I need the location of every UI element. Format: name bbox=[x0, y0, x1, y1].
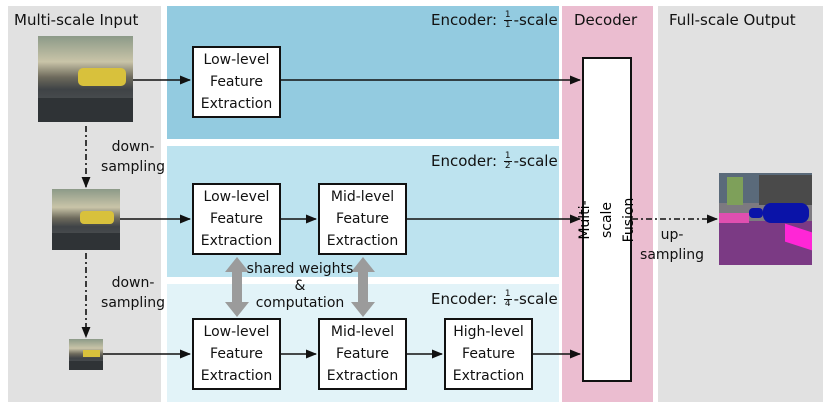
output-column-title: Full-scale Output bbox=[669, 11, 796, 29]
low-level-block-half: Low-level Feature Extraction bbox=[192, 183, 281, 255]
car-shape bbox=[83, 350, 100, 357]
low-level-block-quarter: Low-level Feature Extraction bbox=[192, 318, 281, 390]
car-shape bbox=[80, 211, 114, 224]
high-level-block-quarter: High-level Feature Extraction bbox=[444, 318, 533, 390]
input-image-full-scale bbox=[38, 36, 133, 122]
car-region bbox=[763, 203, 809, 223]
shared-weights-arrow-mid bbox=[351, 257, 375, 317]
input-image-quarter-scale bbox=[69, 339, 103, 370]
road-shape bbox=[38, 98, 133, 122]
low-level-block-full: Low-level Feature Extraction bbox=[192, 46, 281, 118]
input-column-title: Multi-scale Input bbox=[14, 11, 139, 29]
road-shape bbox=[52, 233, 120, 250]
building-region bbox=[759, 175, 812, 205]
downsampling-label-2: down- sampling bbox=[101, 275, 165, 311]
car-shape bbox=[78, 68, 126, 86]
sidewalk-region bbox=[719, 213, 749, 223]
mid-level-block-quarter: Mid-level Feature Extraction bbox=[318, 318, 407, 390]
upsampling-label: up- sampling bbox=[640, 227, 704, 263]
vegetation-region bbox=[727, 177, 743, 205]
shared-weights-arrow-low bbox=[225, 257, 249, 317]
multi-scale-fusion-block: Multi-scale Fusion bbox=[577, 57, 637, 382]
input-image-half-scale bbox=[52, 189, 120, 250]
mid-level-block-half: Mid-level Feature Extraction bbox=[318, 183, 407, 255]
car-region bbox=[749, 208, 763, 218]
road-shape bbox=[69, 361, 103, 370]
decoder-column-title: Decoder bbox=[574, 11, 638, 29]
downsampling-label-1: down- sampling bbox=[101, 139, 165, 175]
shared-weights-label: shared weights & computation bbox=[246, 261, 354, 311]
output-segmentation-image bbox=[719, 173, 812, 265]
